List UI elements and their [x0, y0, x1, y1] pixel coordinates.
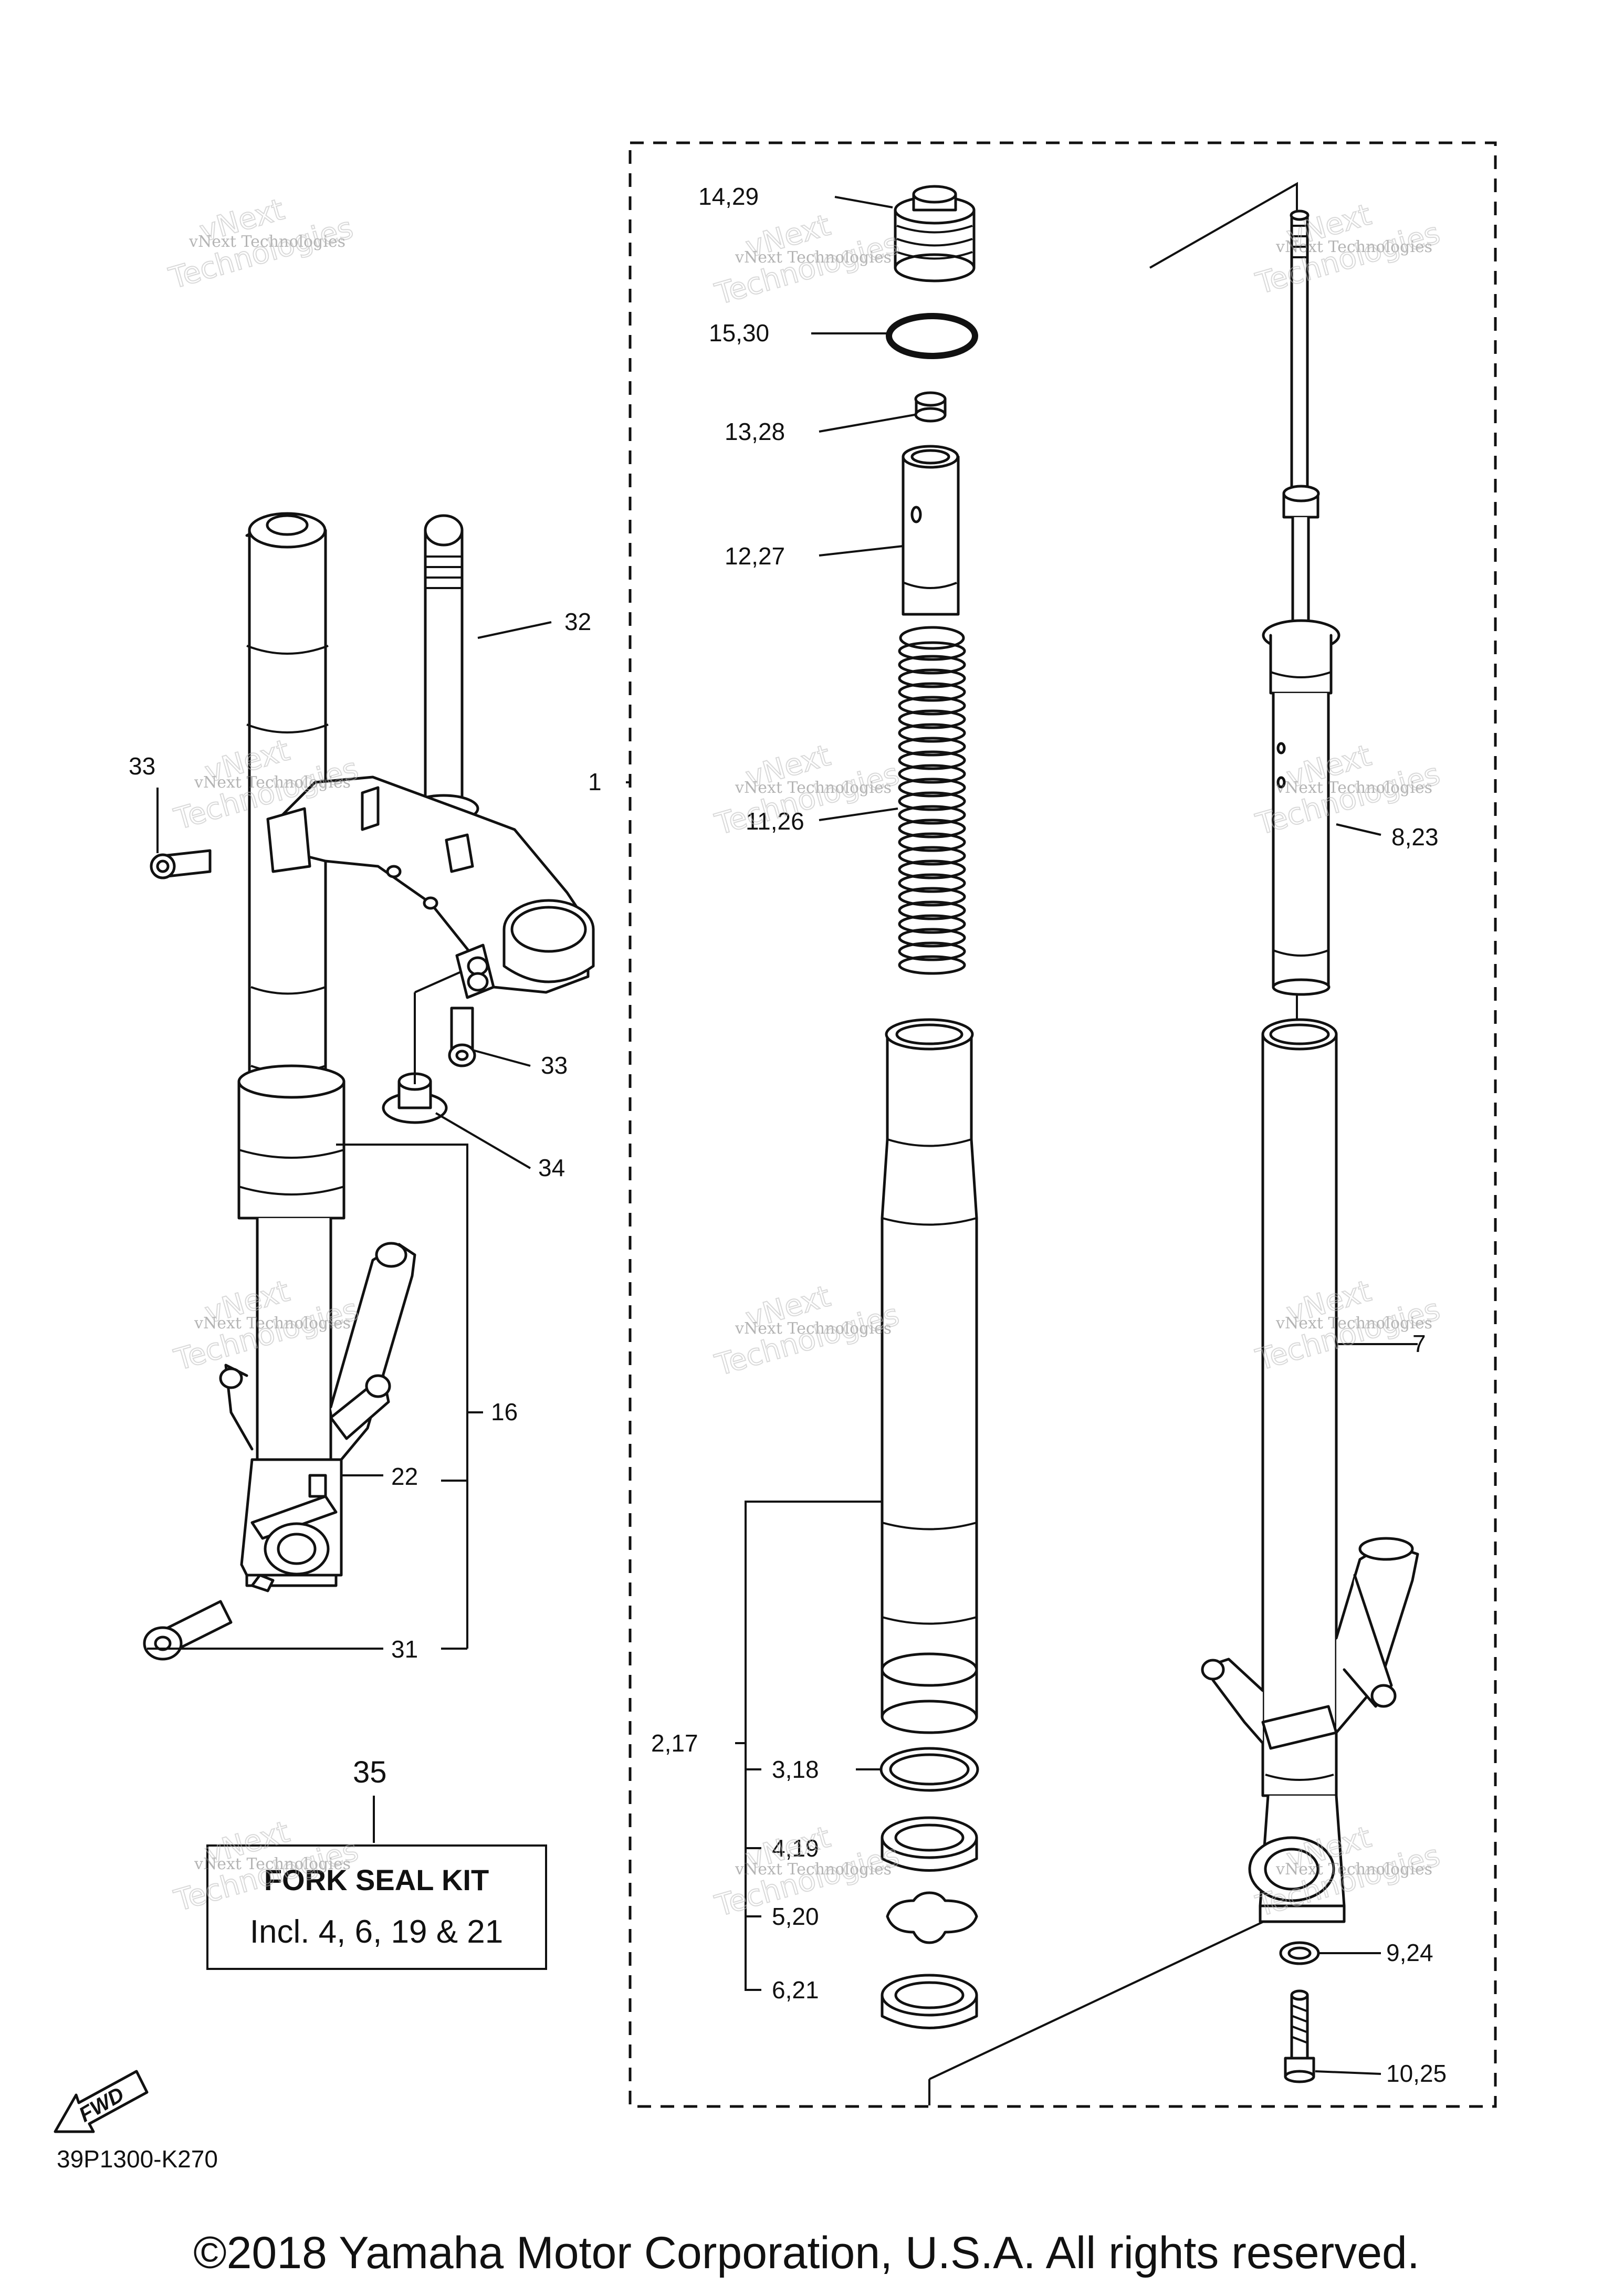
- callout-4-19: 4,19: [772, 1834, 819, 1862]
- callout-35: 35: [353, 1755, 387, 1789]
- svg-text:vNext Technologies: vNext Technologies: [1275, 1314, 1432, 1333]
- svg-text:vNext Technologies: vNext Technologies: [735, 1319, 892, 1338]
- callout-15-30: 15,30: [709, 319, 769, 347]
- callout-6-21: 6,21: [772, 1976, 819, 2004]
- watermarks: vNext Technologies Technologies vNext vN…: [165, 192, 1444, 1924]
- spring-coil: [898, 791, 966, 811]
- nut-13-28: [914, 391, 947, 423]
- svg-text:vNext Technologies: vNext Technologies: [735, 779, 892, 797]
- callout-1: 1: [588, 768, 602, 795]
- spring-coil: [898, 900, 966, 920]
- callout-33-lower: 33: [541, 1052, 568, 1079]
- spring-coil: [898, 873, 966, 893]
- svg-text:vNext Technologies: vNext Technologies: [735, 1860, 892, 1879]
- callout-31: 31: [391, 1635, 418, 1663]
- watermark: vNext Technologies Technologies vNext: [711, 207, 904, 312]
- callout-34: 34: [538, 1154, 565, 1181]
- watermark: vNext Technologies Technologies vNext: [165, 192, 358, 296]
- o-ring-15-30: [886, 313, 978, 359]
- spring-coil: [898, 778, 966, 798]
- spring-coil: [898, 668, 966, 688]
- callout-16: 16: [491, 1398, 518, 1425]
- callout-22: 22: [391, 1463, 418, 1490]
- spring-coil: [898, 955, 966, 975]
- spring-coil: [898, 832, 966, 852]
- spring-coil: [898, 805, 966, 825]
- svg-text:vNext Technologies: vNext Technologies: [188, 233, 345, 251]
- spring-coil: [898, 737, 966, 757]
- fork-seal-kit-box: FORK SEAL KIT Incl. 4, 6, 19 & 21: [206, 1844, 547, 1970]
- spring-coil: [898, 819, 966, 838]
- outer-tube-2-17: [881, 1018, 978, 1734]
- spring-coil: [898, 887, 966, 907]
- watermark: vNext Technologies Technologies vNext: [1252, 197, 1444, 301]
- washer-9-24: [1279, 1941, 1320, 1965]
- copyright-notice: ©2018 Yamaha Motor Corporation, U.S.A. A…: [193, 2228, 1420, 2278]
- steering-stem-bracket: [266, 514, 595, 999]
- callout-14-29: 14,29: [698, 183, 759, 210]
- spring-coil: [898, 750, 966, 770]
- left-assembled-fork: [143, 512, 416, 1661]
- svg-text:vNext Technologies: vNext Technologies: [1275, 1860, 1432, 1879]
- bolt-33-lower: [448, 1007, 476, 1067]
- callout-3-18: 3,18: [772, 1756, 819, 1783]
- svg-text:vNext Technologies: vNext Technologies: [194, 1314, 351, 1333]
- callout-33-upper: 33: [129, 752, 155, 780]
- spring-coil: [898, 696, 966, 716]
- spring-coil: [898, 723, 966, 743]
- bolt-33-upper: [150, 849, 212, 879]
- spring-coil: [898, 846, 966, 866]
- svg-text:vNext Technologies: vNext Technologies: [1275, 779, 1432, 797]
- oil-seal-4-19: [881, 1816, 978, 1872]
- svg-text:vNext Technologies: vNext Technologies: [194, 773, 351, 792]
- callout-labels: 14,29 15,30 13,28 12,27 11,26 1 8,23 7 9…: [129, 183, 1447, 2087]
- spring-coil: [898, 914, 966, 934]
- spring-coil: [898, 941, 966, 961]
- spring-11-26: [898, 626, 966, 975]
- callout-9-24: 9,24: [1386, 1939, 1433, 1966]
- clip-5-20: [886, 1891, 978, 1944]
- svg-text:vNext Technologies: vNext Technologies: [735, 248, 892, 267]
- spring-coil: [898, 928, 966, 948]
- leader-lines: [147, 196, 1418, 2075]
- bolt-10-25: [1284, 1989, 1315, 2083]
- damper-rod-8-23: [1262, 209, 1340, 996]
- callout-7: 7: [1412, 1330, 1426, 1357]
- callout-10-25: 10,25: [1386, 2060, 1447, 2087]
- spring-coil: [898, 641, 966, 661]
- diagram-code: 39P1300-K270: [57, 2145, 218, 2173]
- callout-32: 32: [564, 608, 591, 635]
- spring-coil: [898, 859, 966, 879]
- dust-seal-6-21: [881, 1974, 978, 2029]
- svg-text:vNext Technologies: vNext Technologies: [194, 1855, 351, 1873]
- watermark: vNext Technologies Technologies vNext: [711, 1278, 904, 1383]
- callout-2-17: 2,17: [651, 1729, 698, 1757]
- callout-13-28: 13,28: [725, 418, 785, 445]
- spacer-12-27: [902, 445, 960, 616]
- spring-coil: [898, 682, 966, 702]
- kit-title: FORK SEAL KIT: [264, 1863, 489, 1896]
- callout-11-26: 11,26: [746, 808, 804, 835]
- callout-8-23: 8,23: [1391, 823, 1439, 851]
- washer-3-18: [879, 1747, 979, 1792]
- kit-description: Incl. 4, 6, 19 & 21: [250, 1914, 504, 1950]
- cap-bolt-14-29: [894, 185, 976, 282]
- watermark: vNext Technologies Technologies vNext: [711, 738, 904, 842]
- callout-5-20: 5,20: [772, 1903, 819, 1930]
- spring-coil: [898, 764, 966, 784]
- fwd-arrow-icon: FWD: [54, 2070, 149, 2133]
- inner-tube-7: [1201, 1018, 1419, 1923]
- spring-coil: [898, 709, 966, 729]
- svg-text:vNext Technologies: vNext Technologies: [1275, 238, 1432, 256]
- callout-12-27: 12,27: [725, 542, 785, 570]
- spring-coil: [898, 655, 966, 675]
